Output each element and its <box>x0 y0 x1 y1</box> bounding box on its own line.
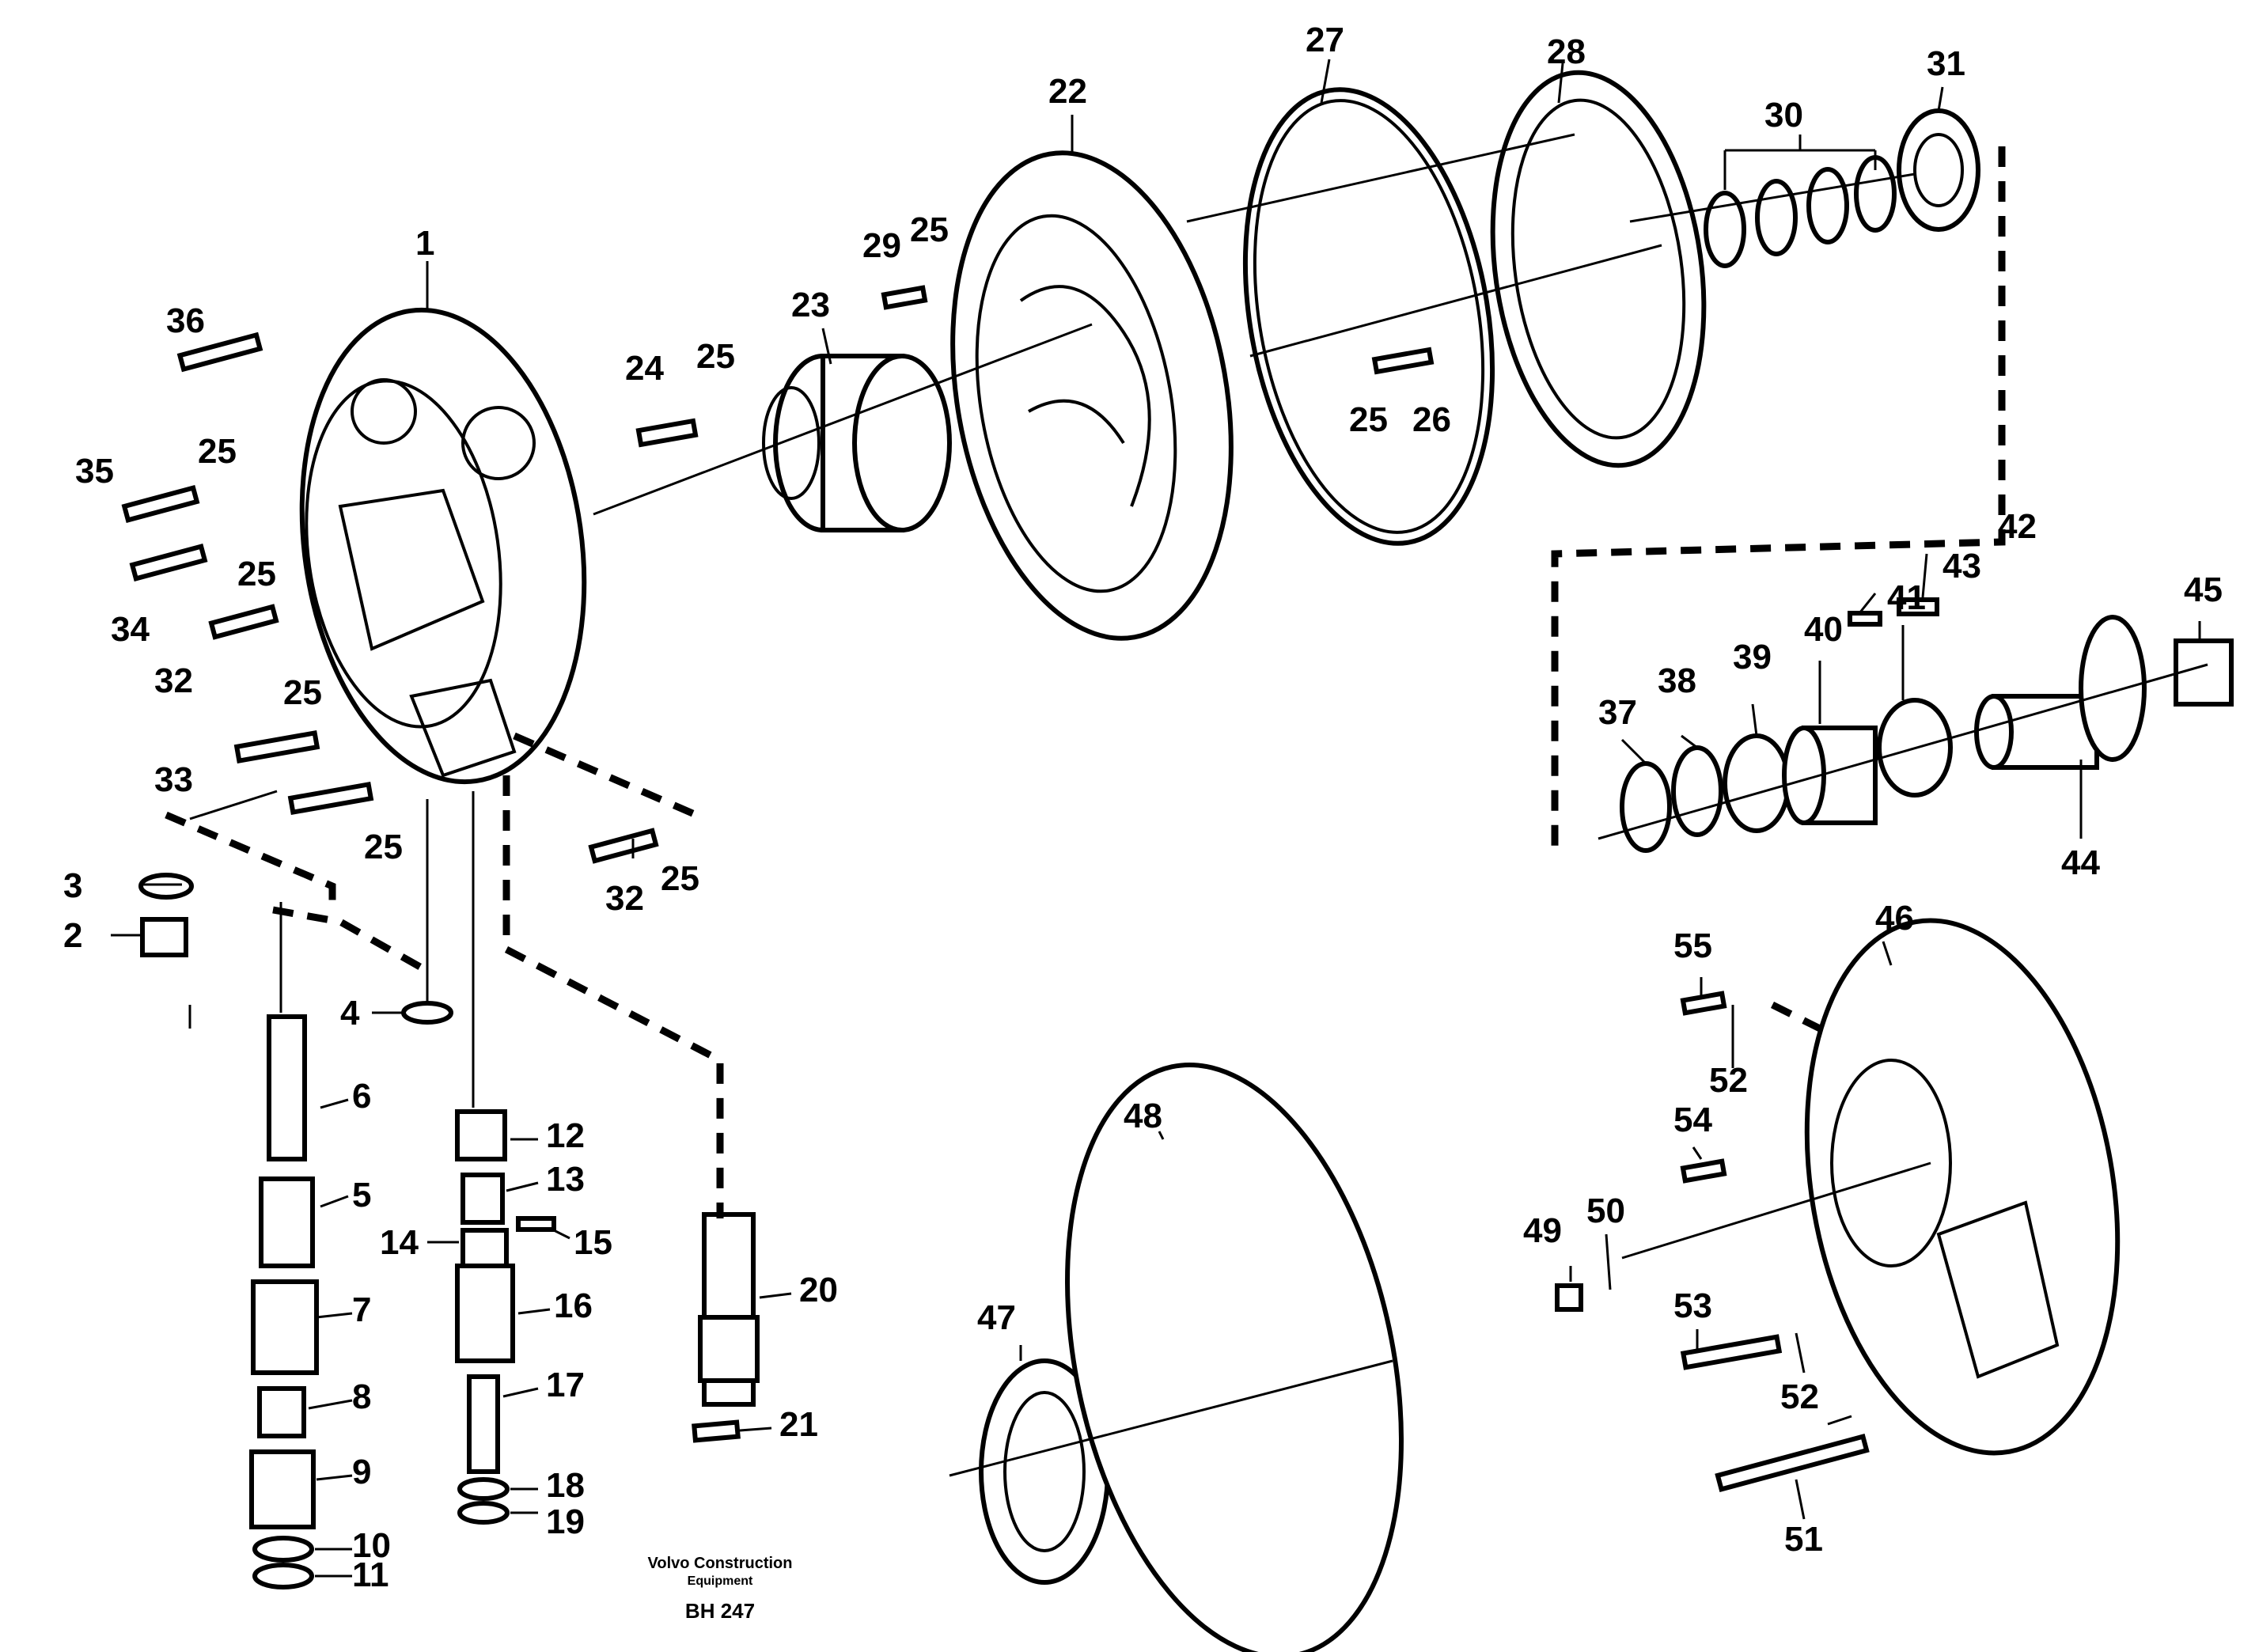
callout-32b: 32 <box>605 879 644 918</box>
assembly-axis-lines <box>188 133 2208 1477</box>
callout-22: 22 <box>1048 72 1087 111</box>
callout-24: 24 <box>625 349 664 388</box>
part-bolts <box>121 285 1870 1492</box>
callout-25d: 25 <box>237 555 276 593</box>
part-rear-cover <box>1804 918 2121 1456</box>
callout-9: 9 <box>352 1453 371 1491</box>
callout-25c: 25 <box>198 432 237 471</box>
callout-55: 55 <box>1673 926 1712 965</box>
diagram-caption: Volvo Construction Equipment BH 247 <box>648 1555 793 1623</box>
callout-25g: 25 <box>661 859 699 898</box>
callout-33: 33 <box>154 760 193 799</box>
callout-19: 19 <box>546 1502 585 1541</box>
part-housing-plate <box>299 307 587 785</box>
callout-12: 12 <box>546 1116 585 1155</box>
callout-10: 10 <box>352 1526 391 1565</box>
callout-29: 29 <box>862 226 901 265</box>
callout-35: 35 <box>75 452 114 491</box>
callout-42: 42 <box>1998 507 2037 546</box>
callout-51: 51 <box>1784 1520 1823 1559</box>
callout-41: 41 <box>1887 578 1926 617</box>
callout-49: 49 <box>1523 1211 1562 1250</box>
callout-30: 30 <box>1764 96 1803 135</box>
callout-47: 47 <box>977 1298 1016 1337</box>
callout-52a: 52 <box>1709 1061 1748 1100</box>
callout-50: 50 <box>1586 1192 1625 1230</box>
caption-maker-line2: Equipment <box>688 1574 753 1588</box>
callout-25f: 25 <box>364 828 403 866</box>
callout-28: 28 <box>1547 32 1586 71</box>
callout-5: 5 <box>352 1176 371 1214</box>
callout-45: 45 <box>2184 570 2223 609</box>
callout-11: 11 <box>352 1555 389 1594</box>
callout-16: 16 <box>554 1286 593 1325</box>
callout-25b: 25 <box>910 210 949 249</box>
callout-38: 38 <box>1658 661 1696 700</box>
callout-48: 48 <box>1124 1097 1162 1135</box>
caption-maker-line1: Volvo Construction <box>648 1555 793 1572</box>
callout-39: 39 <box>1733 638 1772 676</box>
part-ring-gasket-27 <box>1242 87 1495 546</box>
callout-25e: 25 <box>283 673 322 712</box>
callout-labels: 1 2 3 4 5 6 7 8 9 10 11 12 13 14 15 16 1… <box>63 21 2223 1594</box>
callout-46: 46 <box>1875 899 1914 938</box>
callout-8: 8 <box>352 1377 371 1416</box>
part-valve-stack-middle <box>455 1109 556 1525</box>
callout-52b: 52 <box>1780 1377 1819 1416</box>
callout-20: 20 <box>799 1271 838 1309</box>
part-valve-piston <box>692 1212 760 1443</box>
callout-1: 1 <box>415 224 434 263</box>
callout-53: 53 <box>1673 1286 1712 1325</box>
callout-36: 36 <box>166 301 205 340</box>
callout-32a: 32 <box>154 661 193 700</box>
callout-6: 6 <box>352 1077 371 1116</box>
callout-17: 17 <box>546 1366 585 1404</box>
callout-27: 27 <box>1306 21 1344 59</box>
callout-25h: 25 <box>1349 400 1388 439</box>
callout-31: 31 <box>1927 44 1965 83</box>
callout-3: 3 <box>63 866 82 905</box>
callout-18: 18 <box>546 1466 585 1505</box>
callout-40: 40 <box>1804 610 1843 649</box>
callout-23: 23 <box>791 286 830 324</box>
callout-13: 13 <box>546 1160 585 1199</box>
caption-code: BH 247 <box>685 1599 755 1623</box>
callout-43: 43 <box>1943 547 1981 585</box>
callout-7: 7 <box>352 1290 371 1329</box>
leader-lines <box>111 59 2201 1578</box>
part-snap-rings <box>1704 155 1897 268</box>
callout-2: 2 <box>63 916 82 955</box>
callout-21: 21 <box>779 1405 818 1444</box>
part-valve-stack-left <box>249 1014 319 1589</box>
callout-37: 37 <box>1598 693 1637 732</box>
part-pump-plate <box>950 150 1234 641</box>
callout-4: 4 <box>340 994 360 1032</box>
callout-44: 44 <box>2061 843 2100 882</box>
callout-34: 34 <box>111 610 150 649</box>
callout-26: 26 <box>1412 400 1451 439</box>
part-bearing-31 <box>1897 108 1980 232</box>
part-shaft-assembly <box>1620 597 2234 853</box>
callout-25a: 25 <box>696 337 735 376</box>
dashed-connection-lines <box>165 146 2006 1218</box>
callout-15: 15 <box>574 1223 612 1262</box>
callout-54: 54 <box>1673 1101 1712 1139</box>
callout-14: 14 <box>380 1223 419 1262</box>
part-plug-washers <box>138 873 453 1025</box>
part-ring-gasket-28 <box>1490 70 1707 468</box>
part-gear-pump <box>762 354 952 532</box>
part-oring-48 <box>1065 1062 1404 1652</box>
